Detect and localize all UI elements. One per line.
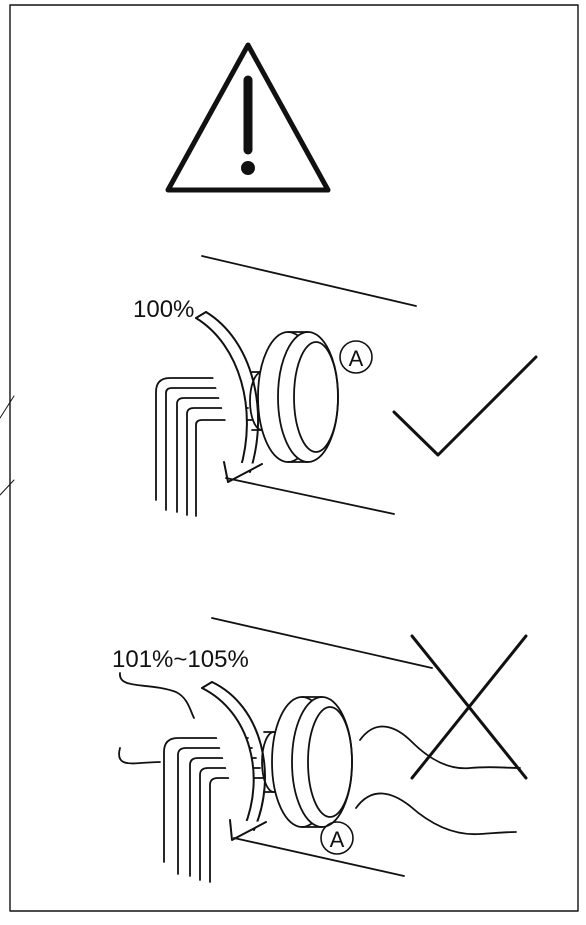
reference-line-top-2 [211, 617, 433, 669]
bottom-percent-label: 101%~105% [112, 646, 249, 673]
marker-circle-top [339, 340, 373, 374]
wave-line-2 [355, 792, 517, 835]
left-edge-strokes [0, 395, 15, 496]
bottom-panel [118, 617, 528, 883]
cross-icon [410, 634, 528, 780]
bottom-marker-letter: A [330, 827, 345, 852]
reference-line-top [201, 255, 417, 307]
top-panel [155, 255, 538, 517]
top-percent-label: 100% [133, 296, 194, 323]
break-line-upper [119, 672, 195, 719]
pipe-bundle-bottom [163, 737, 265, 883]
marker-circle-bottom [320, 821, 354, 855]
reference-line-bottom-2 [233, 837, 405, 877]
pipe-bundle-top [155, 377, 253, 517]
knob-top [257, 331, 339, 463]
top-marker-letter: A [349, 346, 364, 371]
rotation-arrow-bottom [201, 681, 267, 841]
checkmark-icon [392, 355, 538, 457]
wave-line-1 [359, 725, 521, 770]
break-line-lower [118, 747, 161, 765]
knob-bottom [271, 696, 353, 828]
warning-triangle-icon [165, 42, 331, 193]
reference-line-bottom-top [225, 477, 395, 515]
rotation-arrow-top [195, 311, 263, 483]
outer-frame [9, 4, 579, 912]
